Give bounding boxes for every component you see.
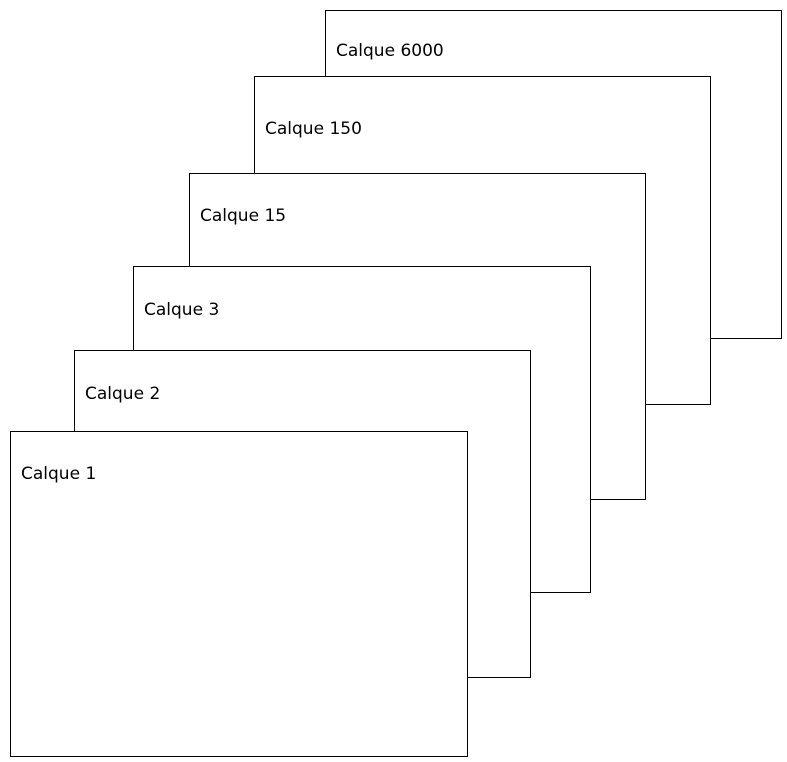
layer-calque-1: Calque 1 bbox=[10, 431, 468, 757]
layer-label: Calque 6000 bbox=[336, 41, 444, 61]
layer-label: Calque 3 bbox=[144, 300, 220, 320]
layer-label: Calque 150 bbox=[265, 119, 362, 139]
layer-label: Calque 1 bbox=[21, 464, 97, 484]
layer-label: Calque 2 bbox=[85, 384, 161, 404]
layer-label: Calque 15 bbox=[200, 206, 287, 226]
